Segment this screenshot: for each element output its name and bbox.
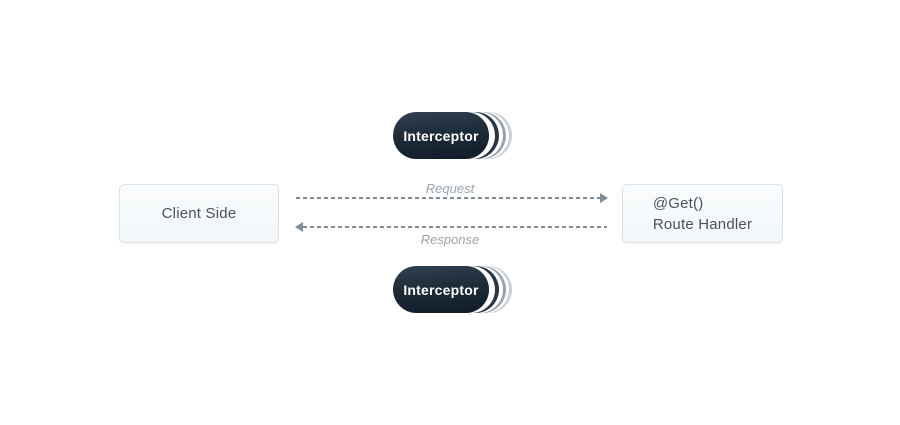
response-arrowhead-icon <box>295 222 303 232</box>
route-handler-box: @Get() Route Handler <box>622 184 783 243</box>
response-arrow-line <box>303 226 607 228</box>
response-label: Response <box>420 232 480 247</box>
interceptor-top-label: Interceptor <box>403 127 479 144</box>
request-label: Request <box>425 181 475 196</box>
route-handler-label: Route Handler <box>652 215 753 233</box>
route-handler-text: @Get() Route Handler <box>653 193 752 235</box>
interceptor-pill-bottom: Interceptor <box>393 266 489 313</box>
route-decorator-label: @Get() <box>652 194 704 212</box>
interceptor-bottom-label: Interceptor <box>403 281 479 298</box>
request-arrowhead-icon <box>600 193 608 203</box>
request-arrow-line <box>296 197 600 199</box>
interceptor-pill-top: Interceptor <box>393 112 489 159</box>
client-side-box: Client Side <box>119 184 279 243</box>
client-side-label: Client Side <box>161 205 237 222</box>
